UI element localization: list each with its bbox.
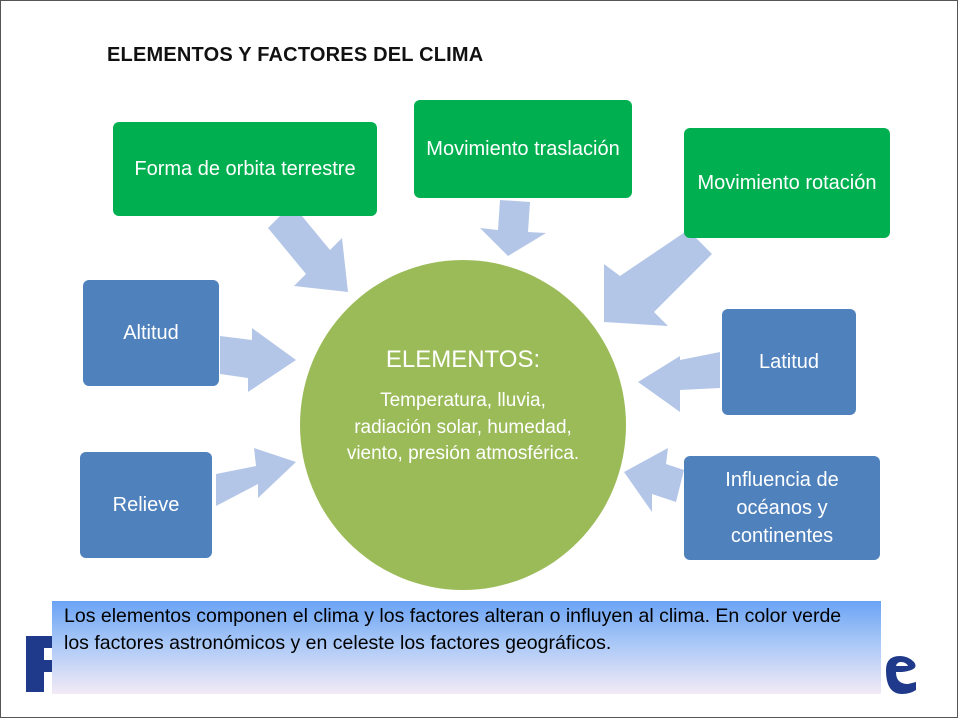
elementos-heading: ELEMENTOS:: [385, 346, 541, 373]
factor-movimiento-rotacion-label: Movimiento rotación: [697, 172, 877, 194]
elementos-list: Temperatura, lluvia, radiación solar, hu…: [346, 390, 580, 465]
factor-movimiento-traslacion-label: Movimiento traslación: [426, 138, 620, 160]
arrow-rotacion: [604, 230, 712, 326]
factor-movimiento-rotacion: Movimiento rotación: [684, 128, 890, 238]
factor-influencia-oceanos: Influencia de océanos y continentes: [684, 456, 880, 560]
elementos-circle: ELEMENTOS: Temperatura, lluvia, radiació…: [300, 260, 626, 590]
arrow-orbita: [268, 204, 348, 292]
factor-influencia-oceanos-label: Influencia de océanos y continentes: [725, 469, 839, 547]
factor-forma-orbita: Forma de orbita terrestre: [113, 122, 377, 216]
factor-altitud-label: Altitud: [123, 322, 179, 344]
explanation-note: Los elementos componen el clima y los fa…: [52, 601, 881, 694]
watermark-right: [882, 632, 922, 707]
factor-relieve: Relieve: [80, 452, 212, 558]
factor-latitud-label: Latitud: [758, 351, 820, 373]
arrow-latitud: [638, 352, 720, 412]
factor-movimiento-traslacion: Movimiento traslación: [414, 100, 632, 198]
factor-relieve-label: Relieve: [112, 494, 180, 516]
diagram-title: ELEMENTOS Y FACTORES DEL CLIMA: [107, 44, 484, 66]
arrow-altitud: [220, 328, 296, 392]
arrow-traslacion: [480, 200, 546, 256]
factor-latitud: Latitud: [722, 309, 856, 415]
factor-forma-orbita-label: Forma de orbita terrestre: [134, 158, 356, 180]
arrow-oceanos: [624, 448, 684, 512]
arrow-relieve: [216, 448, 296, 506]
factor-altitud: Altitud: [83, 280, 219, 386]
